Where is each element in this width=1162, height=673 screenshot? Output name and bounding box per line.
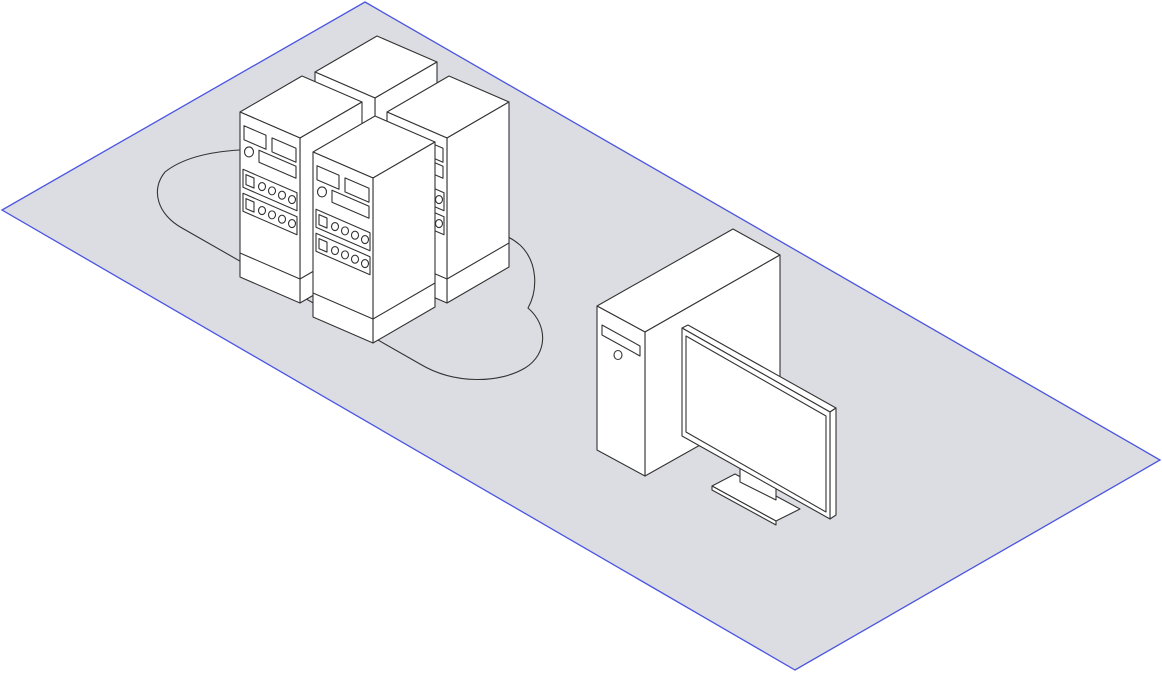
rack-bay xyxy=(315,208,371,252)
monitor-screen xyxy=(685,335,827,513)
rack-knob-icon xyxy=(243,146,255,158)
rack-led-icon xyxy=(267,210,277,220)
tower-drive-bay xyxy=(601,324,641,357)
rack-bay-slot xyxy=(245,198,255,213)
rack-front xyxy=(239,111,301,304)
rack-led-icon xyxy=(340,250,350,260)
server-cluster xyxy=(239,35,510,344)
rack-front xyxy=(312,151,374,344)
rack-slot xyxy=(316,165,340,190)
rack-led-icon xyxy=(350,254,360,264)
rack-display xyxy=(258,149,297,179)
rack-led-icon xyxy=(277,190,287,200)
rack-slot xyxy=(344,177,370,203)
rack-side xyxy=(372,141,436,344)
rack-slot xyxy=(271,137,297,163)
tower-front xyxy=(596,305,646,477)
rack-knob-icon xyxy=(316,186,328,198)
rack-led-icon xyxy=(340,226,350,236)
rack-slot xyxy=(243,125,267,150)
cloud-outline-icon xyxy=(156,149,544,381)
monitor-stand-edge xyxy=(711,485,777,526)
monitor-side-edge xyxy=(829,407,837,520)
rack-bay-slot xyxy=(245,174,255,189)
rack-bay-slot xyxy=(318,214,328,229)
monitor-icon xyxy=(681,324,837,526)
rack-led-icon xyxy=(257,181,267,192)
rack-side xyxy=(446,101,510,304)
rack-display xyxy=(331,189,370,219)
rack-led-icon xyxy=(360,234,370,245)
rack-led-icon xyxy=(350,230,360,240)
rack-led-icon xyxy=(257,205,267,216)
monitor-bezel xyxy=(681,327,831,520)
rack-base-line xyxy=(312,282,436,320)
rack-led-icon xyxy=(330,221,340,232)
power-button-icon xyxy=(613,349,623,361)
rack-led-icon xyxy=(277,214,287,224)
rack-led-icon xyxy=(287,194,297,205)
server-rack-front xyxy=(312,115,436,344)
rack-bay xyxy=(315,232,371,276)
rack-led-icon xyxy=(287,218,297,229)
rack-led-icon xyxy=(267,186,277,196)
workstation xyxy=(596,228,837,526)
rack-bay xyxy=(242,168,298,212)
rack-led-icon xyxy=(360,258,370,269)
rack-bay-slot xyxy=(318,238,328,253)
rack-led-icon xyxy=(330,245,340,256)
rack-bay xyxy=(242,192,298,236)
cloud-path xyxy=(156,149,544,381)
